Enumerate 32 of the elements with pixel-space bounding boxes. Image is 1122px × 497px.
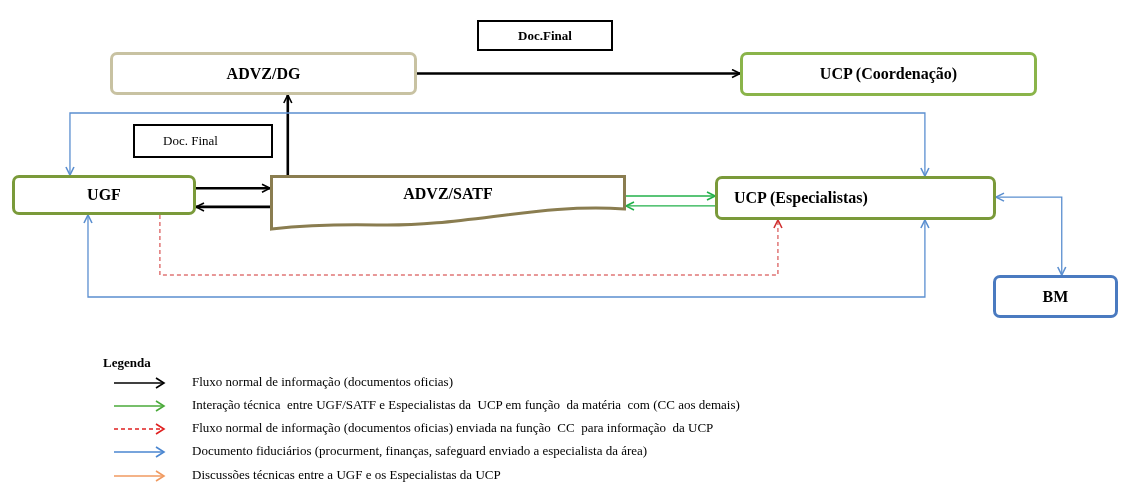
- node-label: UCP (Especialistas): [734, 189, 868, 207]
- label-box: [477, 20, 613, 51]
- node-label: ADVZ/SATF: [403, 185, 493, 203]
- document-shape: [270, 175, 626, 231]
- arrow: [65, 112, 930, 177]
- arrow: [417, 68, 741, 79]
- legend-text: Fluxo normal de informação (documentos oficias): [192, 374, 453, 390]
- process-box: [110, 52, 417, 95]
- legend-text: Fluxo normal de informação (documentos oficias) enviada na função CC para informação da UCP: [192, 420, 714, 436]
- arrow: [625, 201, 716, 211]
- label-box: [133, 124, 273, 158]
- process-box: [715, 176, 996, 220]
- legend-text: Discussões técnicas entre a UGF e os Especialistas da UCP: [192, 467, 501, 483]
- node-label: BM: [1042, 287, 1069, 306]
- node-label: ADVZ/DG: [226, 64, 301, 83]
- legend-title: Legenda: [103, 355, 151, 371]
- legend-text: Documento fiduciários (procurment, finanças, safeguard enviado a especialista da área): [192, 443, 648, 459]
- arrow: [196, 183, 271, 193]
- arrow: [159, 214, 783, 276]
- arrow: [83, 214, 930, 298]
- process-box: [993, 275, 1118, 318]
- node-label: Doc. Final: [163, 133, 218, 149]
- arrow: [283, 94, 293, 175]
- arrow: [625, 191, 716, 201]
- node-label: UCP (Coordenação): [819, 65, 958, 83]
- process-box: [12, 175, 196, 215]
- legend-text: Interação técnica entre UGF/SATF e Especialistas da UCP em função da matéria com (CC aos demais): [192, 397, 740, 413]
- arrow: [195, 202, 270, 212]
- process-box: [740, 52, 1037, 96]
- arrow: [995, 192, 1067, 276]
- node-label: UGF: [87, 186, 121, 204]
- node-label: Doc.Final: [518, 27, 572, 44]
